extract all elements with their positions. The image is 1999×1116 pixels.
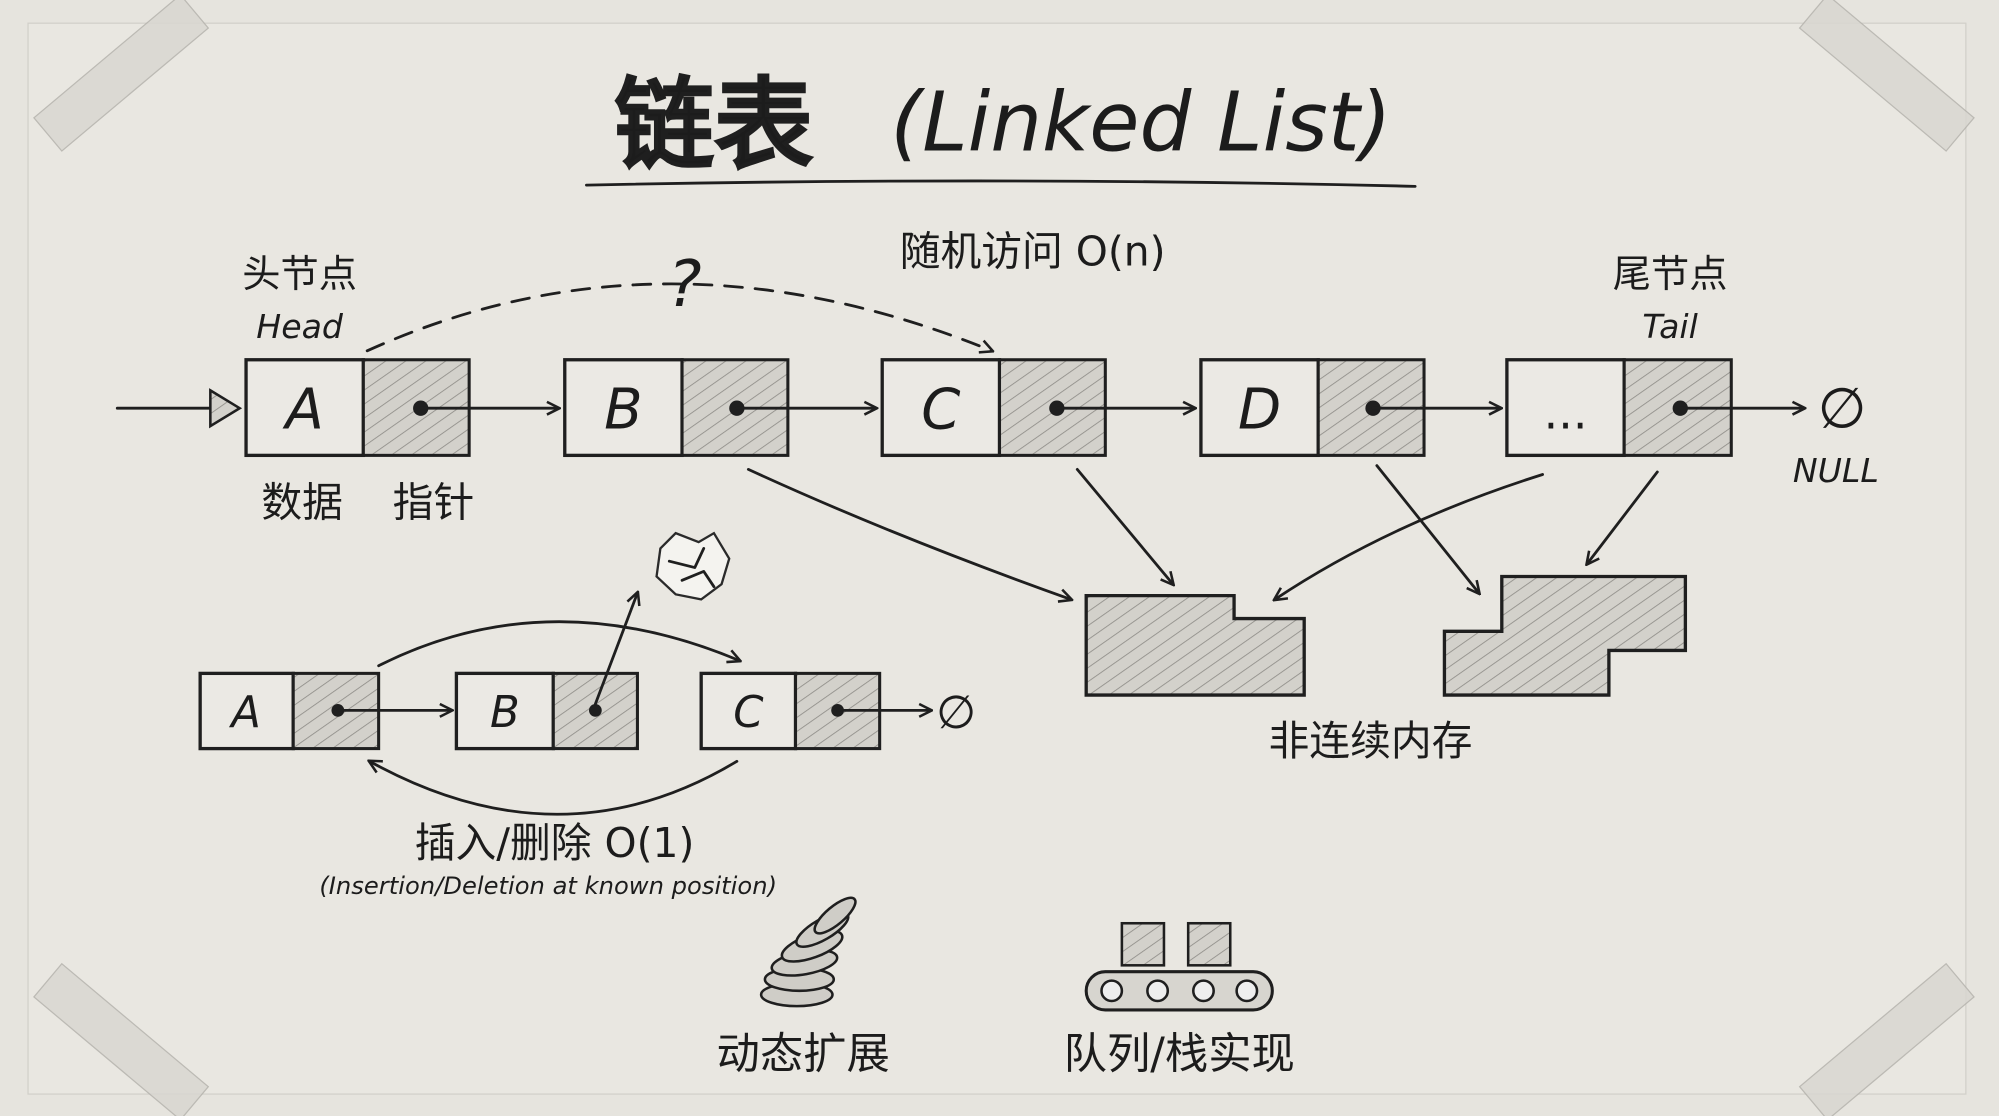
node-value: C [733,688,764,738]
removed-pointer-arrow [593,593,637,706]
dynamic-expansion-label: 动态扩展 [717,1030,890,1080]
bottom-list: A B C ∅ [198,593,976,816]
tail-label-en: Tail [1642,307,1698,346]
paper-sheet [27,22,1967,1095]
title-cn: 链表 [614,69,813,184]
conveyor-icon [1084,921,1274,1012]
head-label-cn: 头节点 [242,253,357,297]
null-label: NULL [1793,451,1879,490]
non-contiguous-memory-label: 非连续内存 [1269,717,1473,765]
memory-arrows [746,464,1659,600]
bottom-null-symbol: ∅ [936,685,976,739]
node-b: B [563,358,876,458]
node-d: D [1199,358,1501,458]
random-access-label: 随机访问 O(n) [900,227,1166,275]
node-value: C [921,378,960,443]
title-en: (Linked List) [890,76,1391,171]
node-a: A [244,358,558,458]
node-value: B [490,688,520,738]
queue-stack-label: 队列/栈实现 [1064,1030,1295,1080]
node-value: A [228,688,261,738]
question-mark: ? [668,248,702,322]
pointer-label: 指针 [393,479,475,527]
null-symbol: ∅ [1818,376,1867,441]
crumpled-paper-icon [655,531,731,601]
node-tail: ... [1505,358,1804,458]
delete-arc [370,761,739,816]
spring-icon [759,896,857,1008]
insert-delete-sublabel: (Insertion/Deletion at known position) [319,872,777,900]
entry-arrow-head [209,388,243,429]
top-list: A B C D ... [244,358,1804,458]
node-value: ... [1544,386,1588,440]
head-label-en: Head [256,307,344,346]
tape-corners [33,0,1975,1116]
node-value: B [604,378,642,443]
node-value: D [1238,378,1281,443]
memory-block-1 [1084,593,1306,697]
node-value: A [283,378,324,443]
memory-block-2 [1442,574,1688,697]
insert-delete-label: 插入/删除 O(1) [415,819,695,867]
random-access-dashed-arrow [365,282,992,351]
tail-label-cn: 尾节点 [1613,253,1728,297]
data-label: 数据 [261,479,343,527]
title-underline [585,179,1417,188]
insert-arc [377,620,740,668]
node-c: C [880,358,1194,458]
